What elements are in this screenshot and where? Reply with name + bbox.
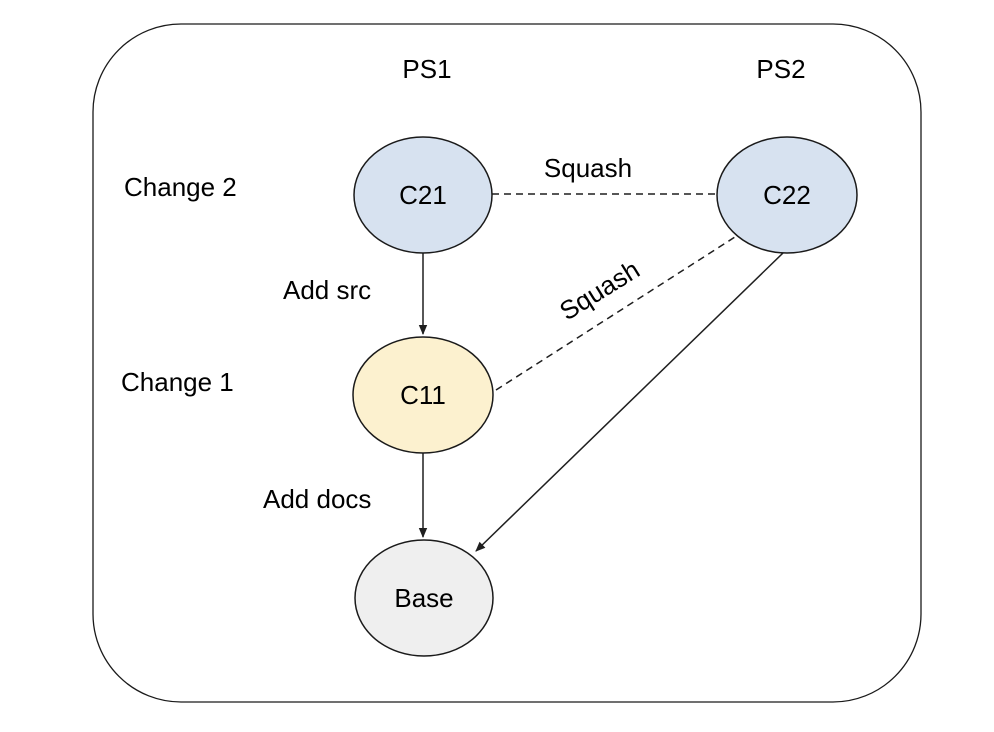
node-c21: C21: [353, 136, 493, 254]
row-label-change-1: Change 1: [121, 367, 234, 397]
node-c22: C22: [716, 136, 858, 254]
node-base-shape: [354, 539, 494, 657]
edge-label-squash-horizontal: Squash: [544, 153, 632, 183]
node-c11-label: C11: [400, 380, 446, 410]
column-label-ps2: PS2: [756, 54, 805, 84]
node-c22-label: C22: [763, 180, 811, 210]
node-base-label: Base: [394, 583, 453, 613]
node-base: Base: [354, 539, 494, 657]
row-label-change-2: Change 2: [124, 172, 237, 202]
node-c21-shape: [353, 136, 493, 254]
column-label-ps1: PS1: [402, 54, 451, 84]
edge-c22-to-base: [475, 252, 784, 552]
edge-label-squash-diagonal: Squash: [554, 254, 645, 326]
node-c11-shape: [352, 336, 494, 454]
edge-label-add-docs: Add docs: [263, 484, 371, 514]
node-c21-label: C21: [399, 180, 447, 210]
edge-label-add-src: Add src: [283, 275, 371, 305]
outer-boundary-box: [92, 23, 922, 703]
node-c11: C11: [352, 336, 494, 454]
edge-squash-c11-c22: [495, 236, 736, 391]
node-c22-shape: [716, 136, 858, 254]
